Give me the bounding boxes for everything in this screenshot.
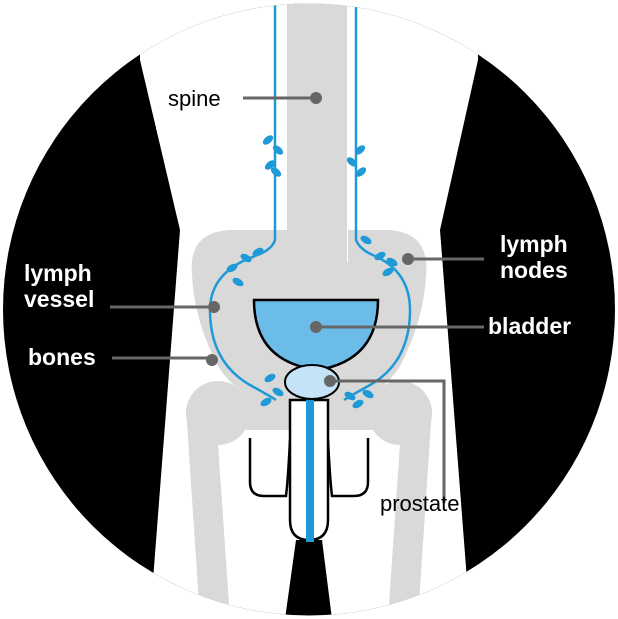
label-lymph-vessel-line2: vessel: [24, 286, 94, 312]
label-prostate: prostate: [380, 491, 460, 516]
prostate-pointer-dot: [324, 375, 336, 387]
spine-bone: [287, 0, 347, 262]
label-bladder: bladder: [488, 313, 571, 339]
label-lymph-nodes-line2: nodes: [500, 257, 568, 283]
label-lymph-vessel-line1: lymph: [24, 260, 92, 286]
bones-pointer-dot: [206, 354, 218, 366]
spine-pointer-dot: [310, 92, 322, 104]
label-spine: spine: [168, 86, 221, 111]
lymph-nodes-pointer-dot: [402, 253, 414, 265]
lymph-vessel-pointer-dot: [208, 301, 220, 313]
bladder-pointer-dot: [310, 321, 322, 333]
label-lymph-nodes-line1: lymph: [500, 231, 568, 257]
label-bones: bones: [28, 344, 96, 370]
